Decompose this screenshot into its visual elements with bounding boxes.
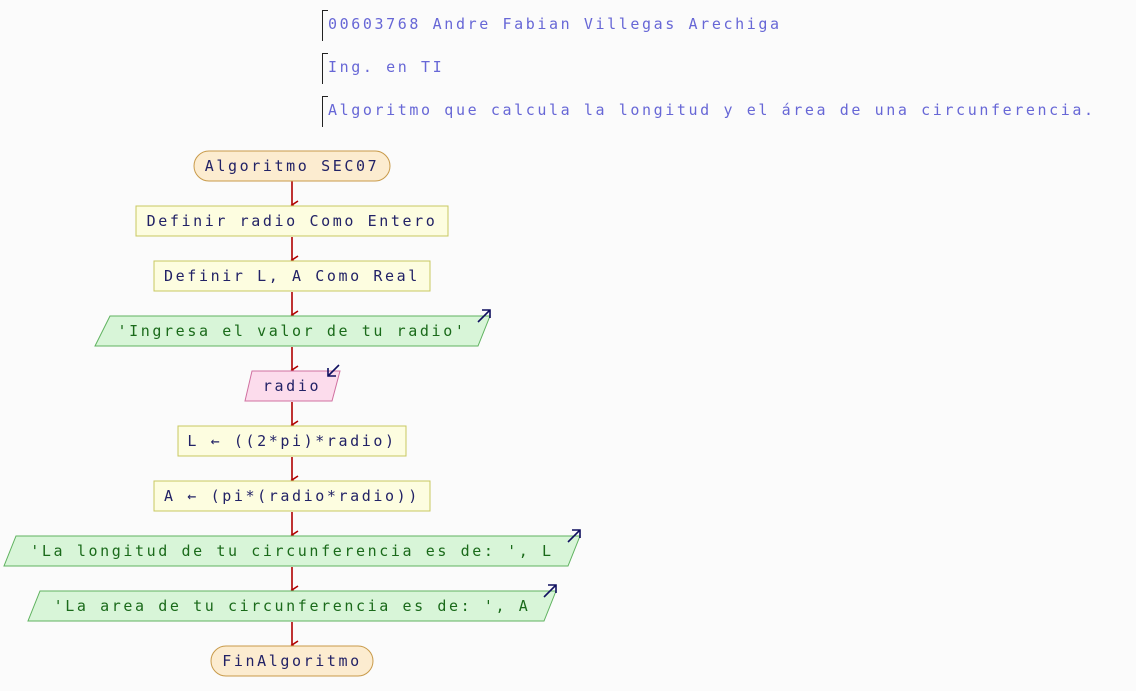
comment-bracket (322, 10, 328, 41)
comment-career-text: Ing. en TI (328, 58, 445, 76)
assign-a: A ← (pi*(radio*radio)) (153, 480, 431, 512)
output-arrow-icon (543, 584, 557, 598)
end-terminal-label: FinAlgoritmo (222, 652, 362, 670)
output-length-label: 'La longitud de tu circunferencia es de:… (30, 542, 553, 560)
assign-l: L ← ((2*pi)*radio) (177, 425, 407, 457)
output-area: 'La area de tu circunferencia es de: ', … (27, 584, 557, 622)
comment-author: 00603768 Andre Fabian Villegas Arechiga (322, 10, 822, 41)
start-terminal-label: Algoritmo SEC07 (205, 157, 379, 175)
output-prompt: 'Ingresa el valor de tu radio' (94, 309, 491, 347)
input-radio-label: radio (263, 377, 321, 395)
output-arrow-icon (477, 309, 491, 323)
comment-career: Ing. en TI (322, 53, 522, 84)
start-terminal: Algoritmo SEC07 (193, 150, 391, 182)
process-define-radio: Definir radio Como Entero (135, 205, 449, 237)
comment-author-text: 00603768 Andre Fabian Villegas Arechiga (328, 15, 782, 33)
input-arrow-icon (327, 364, 340, 377)
output-area-label: 'La area de tu circunferencia es de: ', … (54, 597, 531, 615)
comment-description: Algoritmo que calcula la longitud y el á… (322, 96, 1122, 127)
end-terminal: FinAlgoritmo (210, 645, 374, 677)
process-define-l-a-label: Definir L, A Como Real (164, 267, 420, 285)
process-define-radio-label: Definir radio Como Entero (147, 212, 438, 230)
process-define-l-a: Definir L, A Como Real (153, 260, 431, 292)
comment-bracket (322, 96, 328, 127)
assign-a-label: A ← (pi*(radio*radio)) (164, 487, 420, 505)
comment-description-text: Algoritmo que calcula la longitud y el á… (328, 101, 1096, 119)
assign-l-label: L ← ((2*pi)*radio) (187, 432, 396, 450)
comment-bracket (322, 53, 328, 84)
output-prompt-label: 'Ingresa el valor de tu radio' (118, 322, 467, 340)
input-radio: radio (244, 364, 341, 402)
output-length: 'La longitud de tu circunferencia es de:… (3, 529, 581, 567)
output-arrow-icon (567, 529, 581, 543)
